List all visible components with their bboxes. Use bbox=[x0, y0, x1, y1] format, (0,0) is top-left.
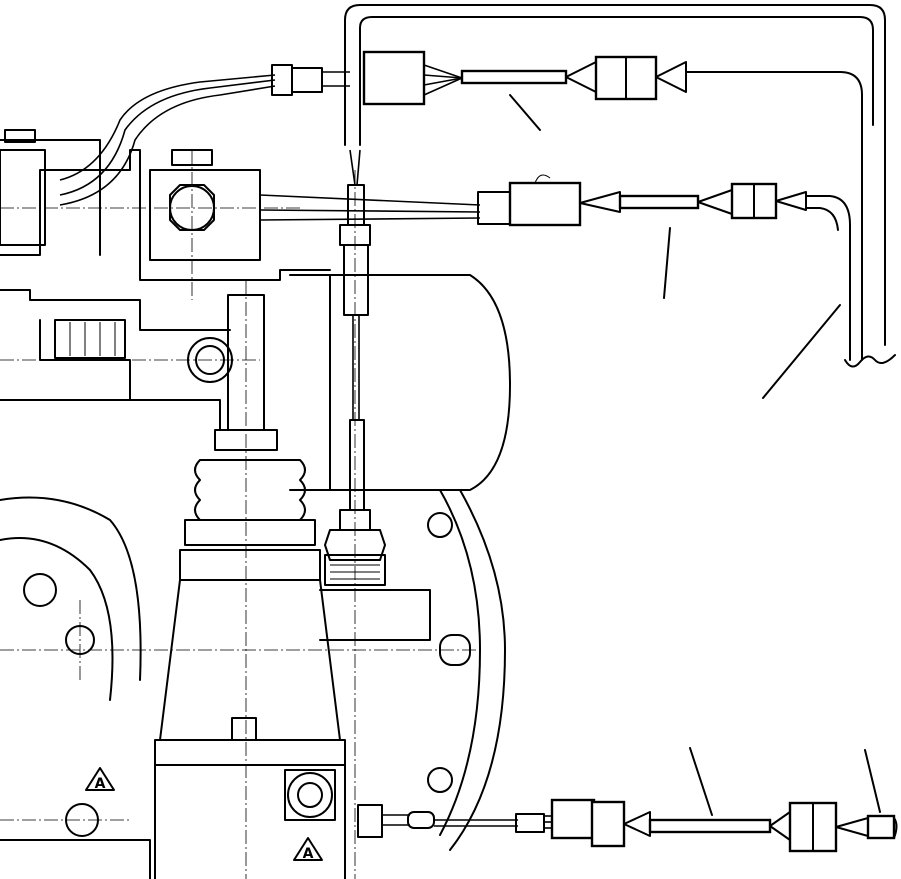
lever-boot-assembly bbox=[154, 170, 431, 879]
warning-marker-lower: A bbox=[293, 837, 323, 862]
leader-line-5 bbox=[864, 749, 881, 813]
bottom-harness bbox=[357, 747, 898, 853]
top-harness bbox=[344, 4, 886, 361]
warning-marker-upper: A bbox=[85, 767, 115, 792]
leader-line-1 bbox=[509, 94, 541, 131]
centerlines bbox=[0, 150, 480, 821]
upper-left-harness bbox=[59, 64, 350, 206]
leader-line-4 bbox=[689, 747, 713, 816]
leader-line-2 bbox=[663, 227, 671, 299]
engine-block bbox=[0, 129, 511, 879]
warning-marker-letter: A bbox=[303, 846, 314, 862]
sensor-probe bbox=[339, 149, 371, 531]
warning-marker-letter: A bbox=[95, 776, 106, 792]
middle-harness bbox=[259, 174, 896, 399]
leader-line-3 bbox=[762, 304, 841, 399]
